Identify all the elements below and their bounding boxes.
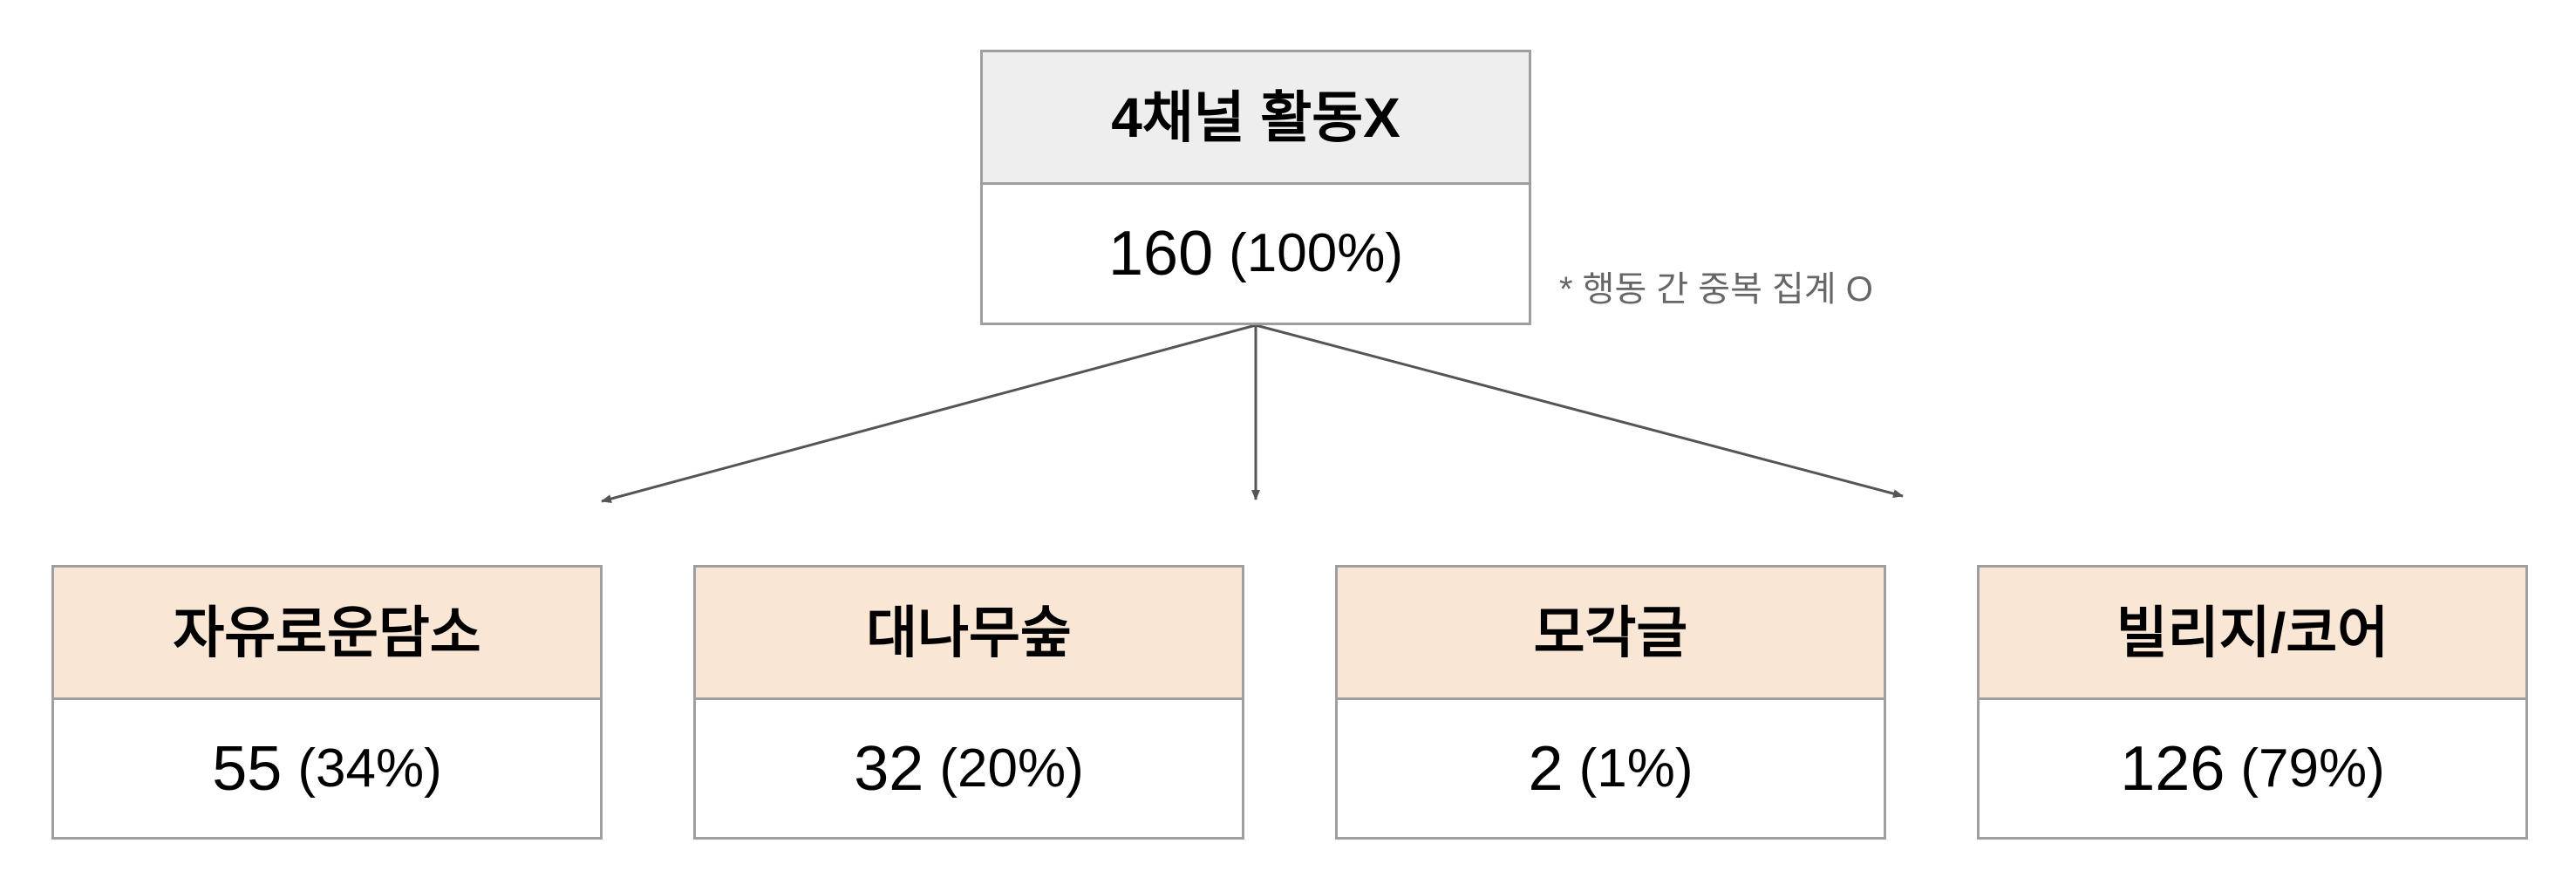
child-node-percent: (20%): [939, 738, 1084, 799]
root-node-percent: (100%): [1229, 223, 1403, 283]
child-node-count: 2: [1528, 733, 1564, 804]
root-node: 4채널 활동X 160 (100%): [980, 50, 1531, 325]
child-node-percent: (34%): [297, 738, 442, 799]
child-node-title: 대나무숲: [866, 601, 1072, 664]
child-node-header: 빌리지/코어: [1980, 568, 2525, 700]
child-node-count: 55: [212, 733, 283, 804]
root-node-header: 4채널 활동X: [983, 52, 1529, 185]
child-node-count: 126: [2120, 733, 2225, 804]
child-node-value: 126 (79%): [1980, 700, 2525, 837]
child-node-mogakgeul: 모각글 2 (1%): [1335, 565, 1886, 840]
child-node-count: 32: [854, 733, 924, 804]
child-node-header: 대나무숲: [696, 568, 1242, 700]
child-node-percent: (79%): [2240, 738, 2385, 799]
child-node-value: 55 (34%): [54, 700, 600, 837]
root-node-count: 160: [1107, 219, 1214, 289]
child-node-value: 32 (20%): [696, 700, 1242, 837]
root-node-title: 4채널 활동X: [1111, 85, 1400, 149]
child-node-title: 모각글: [1533, 601, 1688, 664]
child-node-title: 자유로운담소: [173, 601, 481, 664]
child-node-percent: (1%): [1578, 738, 1693, 799]
child-node-title: 빌리지/코어: [2116, 601, 2389, 664]
child-node-village-core: 빌리지/코어 126 (79%): [1977, 565, 2528, 840]
arrow-to-village-core: [1255, 323, 1904, 499]
child-node-free-talk: 자유로운담소 55 (34%): [51, 565, 603, 840]
duplicate-count-note: * 행동 간 중복 집계 O: [1559, 270, 1873, 309]
root-node-value: 160 (100%): [983, 185, 1529, 323]
child-node-value: 2 (1%): [1338, 700, 1884, 837]
arrow-to-free-talk: [601, 323, 1257, 503]
child-node-header: 모각글: [1338, 568, 1884, 700]
child-node-header: 자유로운담소: [54, 568, 600, 700]
child-node-bamboo-forest: 대나무숲 32 (20%): [693, 565, 1244, 840]
